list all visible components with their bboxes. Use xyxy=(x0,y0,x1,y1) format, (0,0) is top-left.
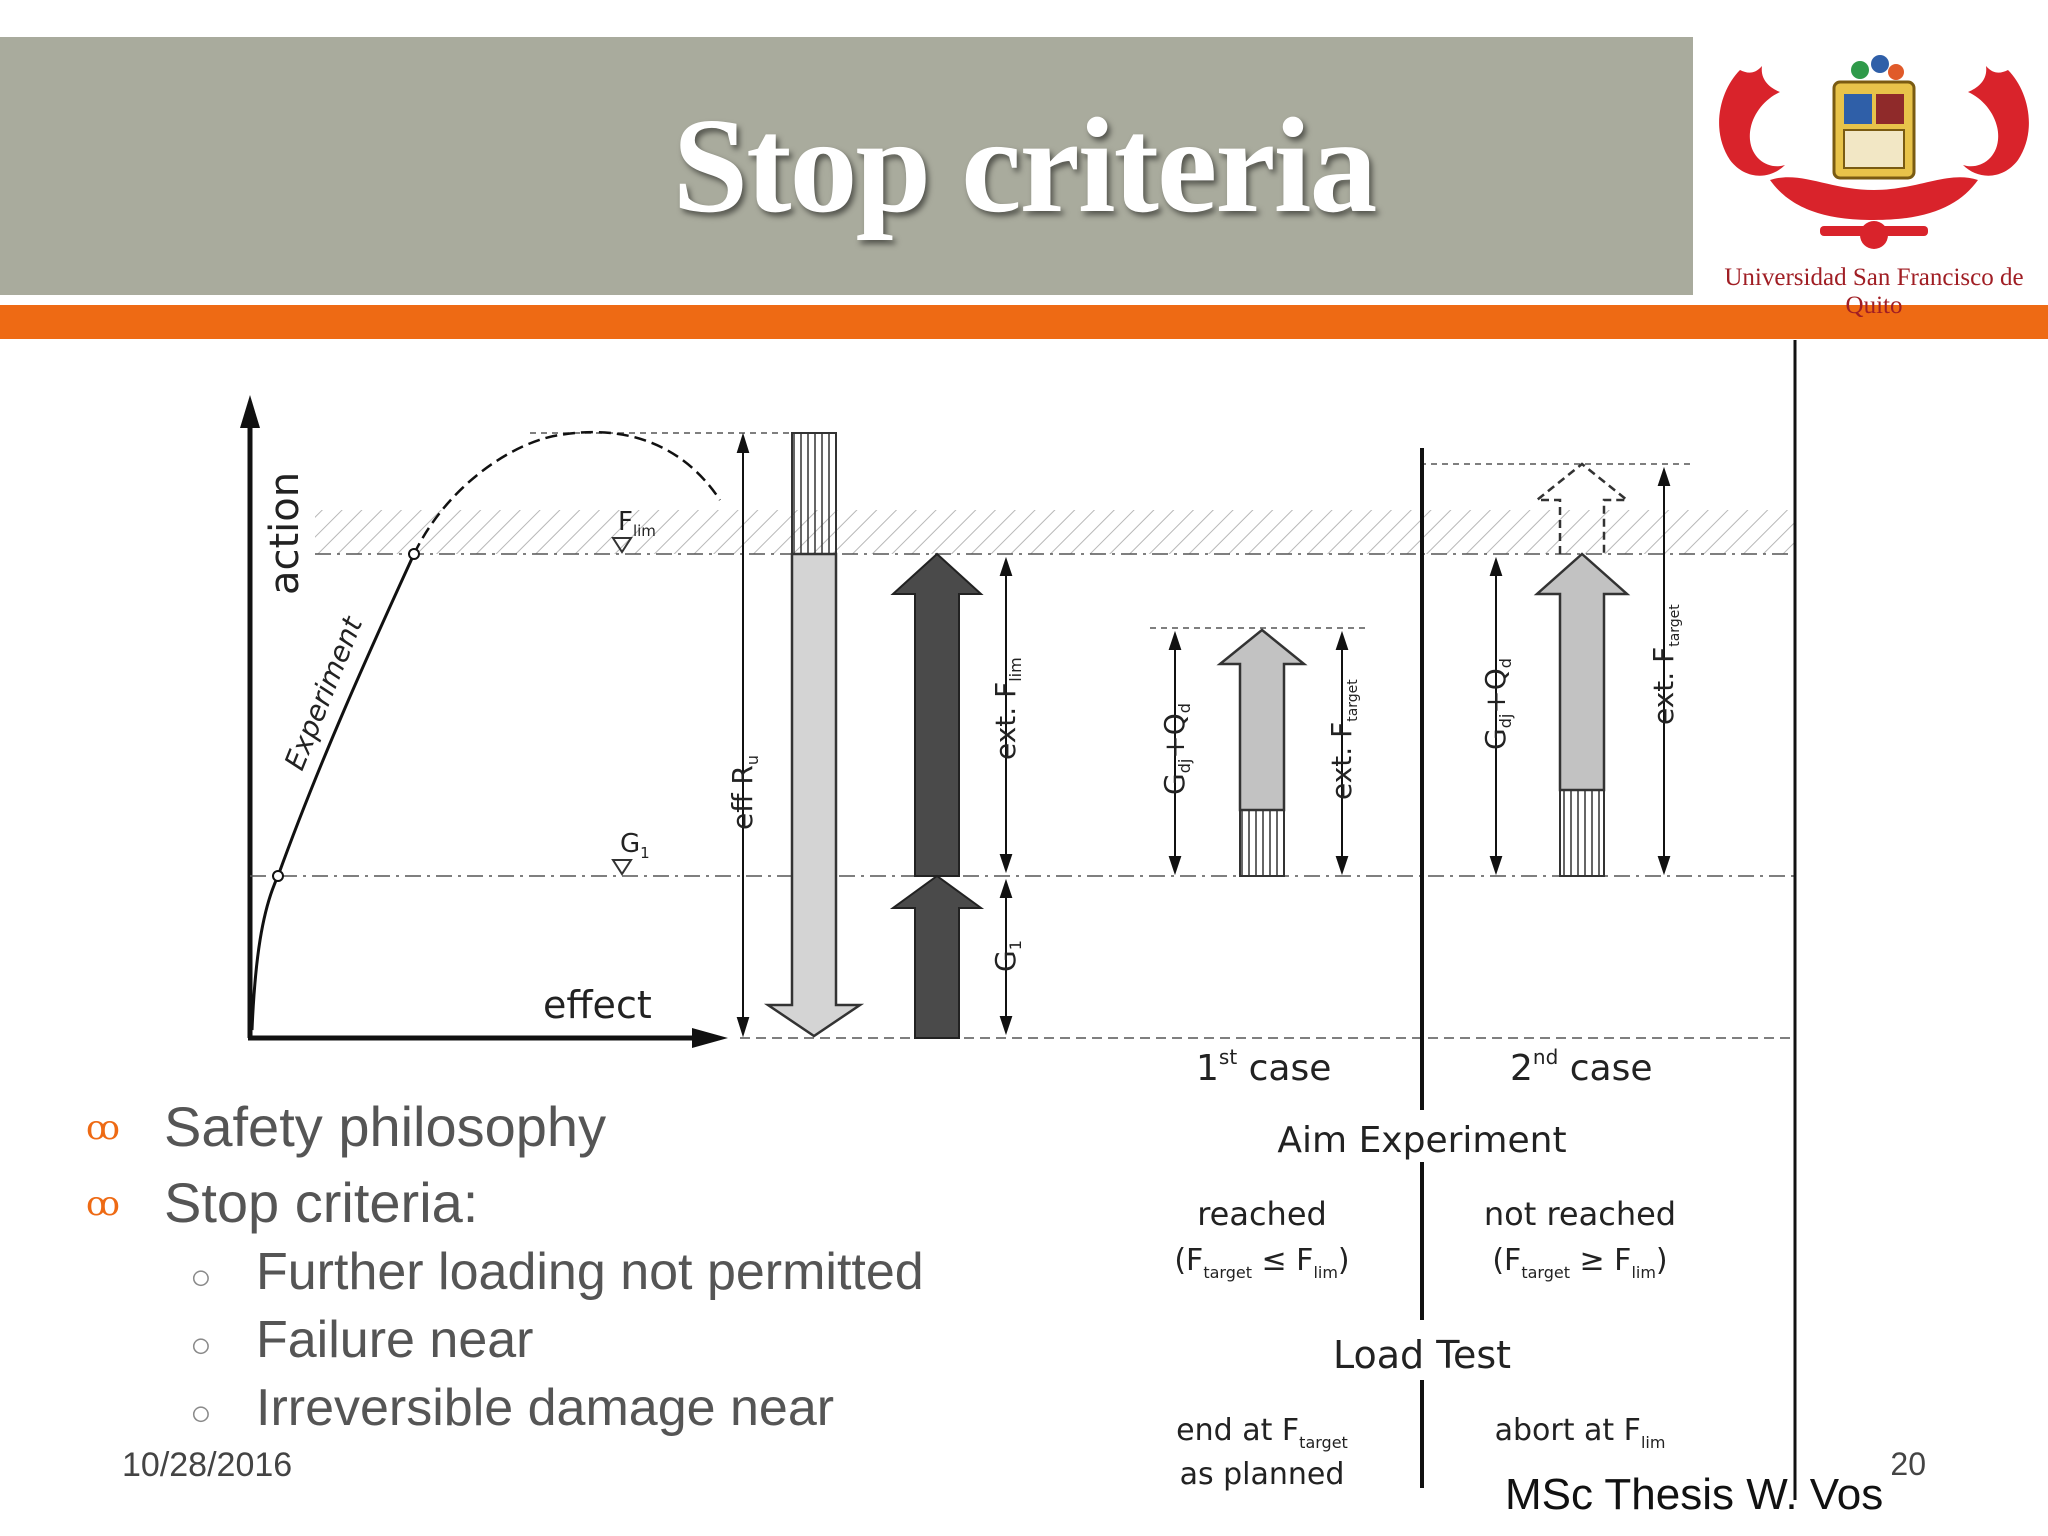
eff-ru-arrow xyxy=(763,432,865,1038)
title-banner xyxy=(0,37,1693,295)
dark-arrows xyxy=(889,552,985,1039)
footer-text: MSc Thesis W. Vos xyxy=(1505,1470,1884,1519)
stop-criteria-diagram: action effect Experiment Flim G1 eff Ru … xyxy=(240,340,1797,1500)
g1-dim-label: G1 xyxy=(989,940,1025,972)
case1-title: 1st case xyxy=(1196,1045,1331,1089)
case1-arrow xyxy=(1216,628,1308,877)
experiment-curve xyxy=(250,430,722,1031)
case1-gq-label: Gdj+Qd xyxy=(1158,703,1194,795)
reference-lines xyxy=(250,432,1795,1039)
not-reached-label: not reached xyxy=(1484,1195,1676,1233)
page-number: 20 xyxy=(1890,1446,1926,1482)
as-planned-label: as planned xyxy=(1180,1457,1345,1492)
not-reached-condition: (Ftarget ≥ Flim) xyxy=(1492,1243,1667,1282)
load-test-heading: Load Test xyxy=(1333,1333,1511,1377)
case2-dimensions xyxy=(1489,466,1671,876)
curve-label: Experiment xyxy=(278,611,370,774)
axes xyxy=(240,395,728,1048)
bullet-item: ꝏ Safety philosophy xyxy=(80,1090,980,1166)
bullet-swirl-icon: ꝏ xyxy=(86,1108,120,1148)
sub-bullet-item: ○ Failure near xyxy=(80,1310,980,1378)
bullet-text: Stop criteria: xyxy=(164,1171,479,1234)
eff-ru-label: eff Ru xyxy=(726,755,762,830)
end-at-label: end at Ftarget xyxy=(1176,1413,1348,1452)
university-crest-icon xyxy=(1719,55,2029,249)
eff-ru-dimension xyxy=(736,432,750,1038)
sub-bullet-item: ○ Further loading not permitted xyxy=(80,1242,980,1310)
reached-label: reached xyxy=(1197,1195,1327,1233)
limit-hatch-band xyxy=(315,510,1795,554)
sub-bullet-item: ○ Irreversible damage near xyxy=(80,1378,980,1446)
abort-at-label: abort at Flim xyxy=(1495,1413,1666,1452)
axis-y-label: action xyxy=(262,472,308,595)
flim-label: Flim xyxy=(618,507,656,540)
flim-marker xyxy=(611,537,633,554)
slide-title: Stop criteria xyxy=(672,91,1378,241)
ext-flim-dimension xyxy=(999,556,1013,1036)
bullet-list: ꝏ Safety philosophy ꝏ Stop criteria: ○ F… xyxy=(80,1090,980,1446)
g1-marker xyxy=(611,859,633,876)
accent-bar xyxy=(0,305,2048,339)
sub-bullet-text: Failure near xyxy=(256,1311,534,1369)
slide-date: 10/28/2016 xyxy=(122,1446,293,1484)
bullet-text: Safety philosophy xyxy=(164,1095,607,1158)
case2-arrow xyxy=(1533,462,1631,877)
bullet-item: ꝏ Stop criteria: xyxy=(80,1166,980,1242)
case2-ext-label: ext. Ftarget xyxy=(1647,604,1683,725)
bullet-circle-icon: ○ xyxy=(190,1256,212,1297)
ext-flim-label: ext. Flim xyxy=(989,657,1025,760)
reached-condition: (Ftarget ≤ Flim) xyxy=(1174,1243,1349,1282)
bullet-swirl-icon: ꝏ xyxy=(86,1184,120,1224)
sub-bullet-text: Irreversible damage near xyxy=(256,1379,835,1437)
sub-bullet-text: Further loading not permitted xyxy=(256,1243,924,1301)
axis-x-label: effect xyxy=(543,983,652,1027)
g1-label: G1 xyxy=(620,829,650,862)
university-name: Universidad San Francisco de Quito xyxy=(1724,264,2024,319)
bullet-circle-icon: ○ xyxy=(190,1392,212,1433)
case1-ext-label: ext. Ftarget xyxy=(1325,679,1361,800)
case2-gq-label: Gdj+Qd xyxy=(1479,658,1515,750)
university-logo xyxy=(1700,30,2048,300)
case1-dimensions xyxy=(1168,630,1349,876)
case2-title: 2nd case xyxy=(1510,1045,1652,1089)
aim-experiment-heading: Aim Experiment xyxy=(1277,1120,1566,1161)
bullet-circle-icon: ○ xyxy=(190,1324,212,1365)
